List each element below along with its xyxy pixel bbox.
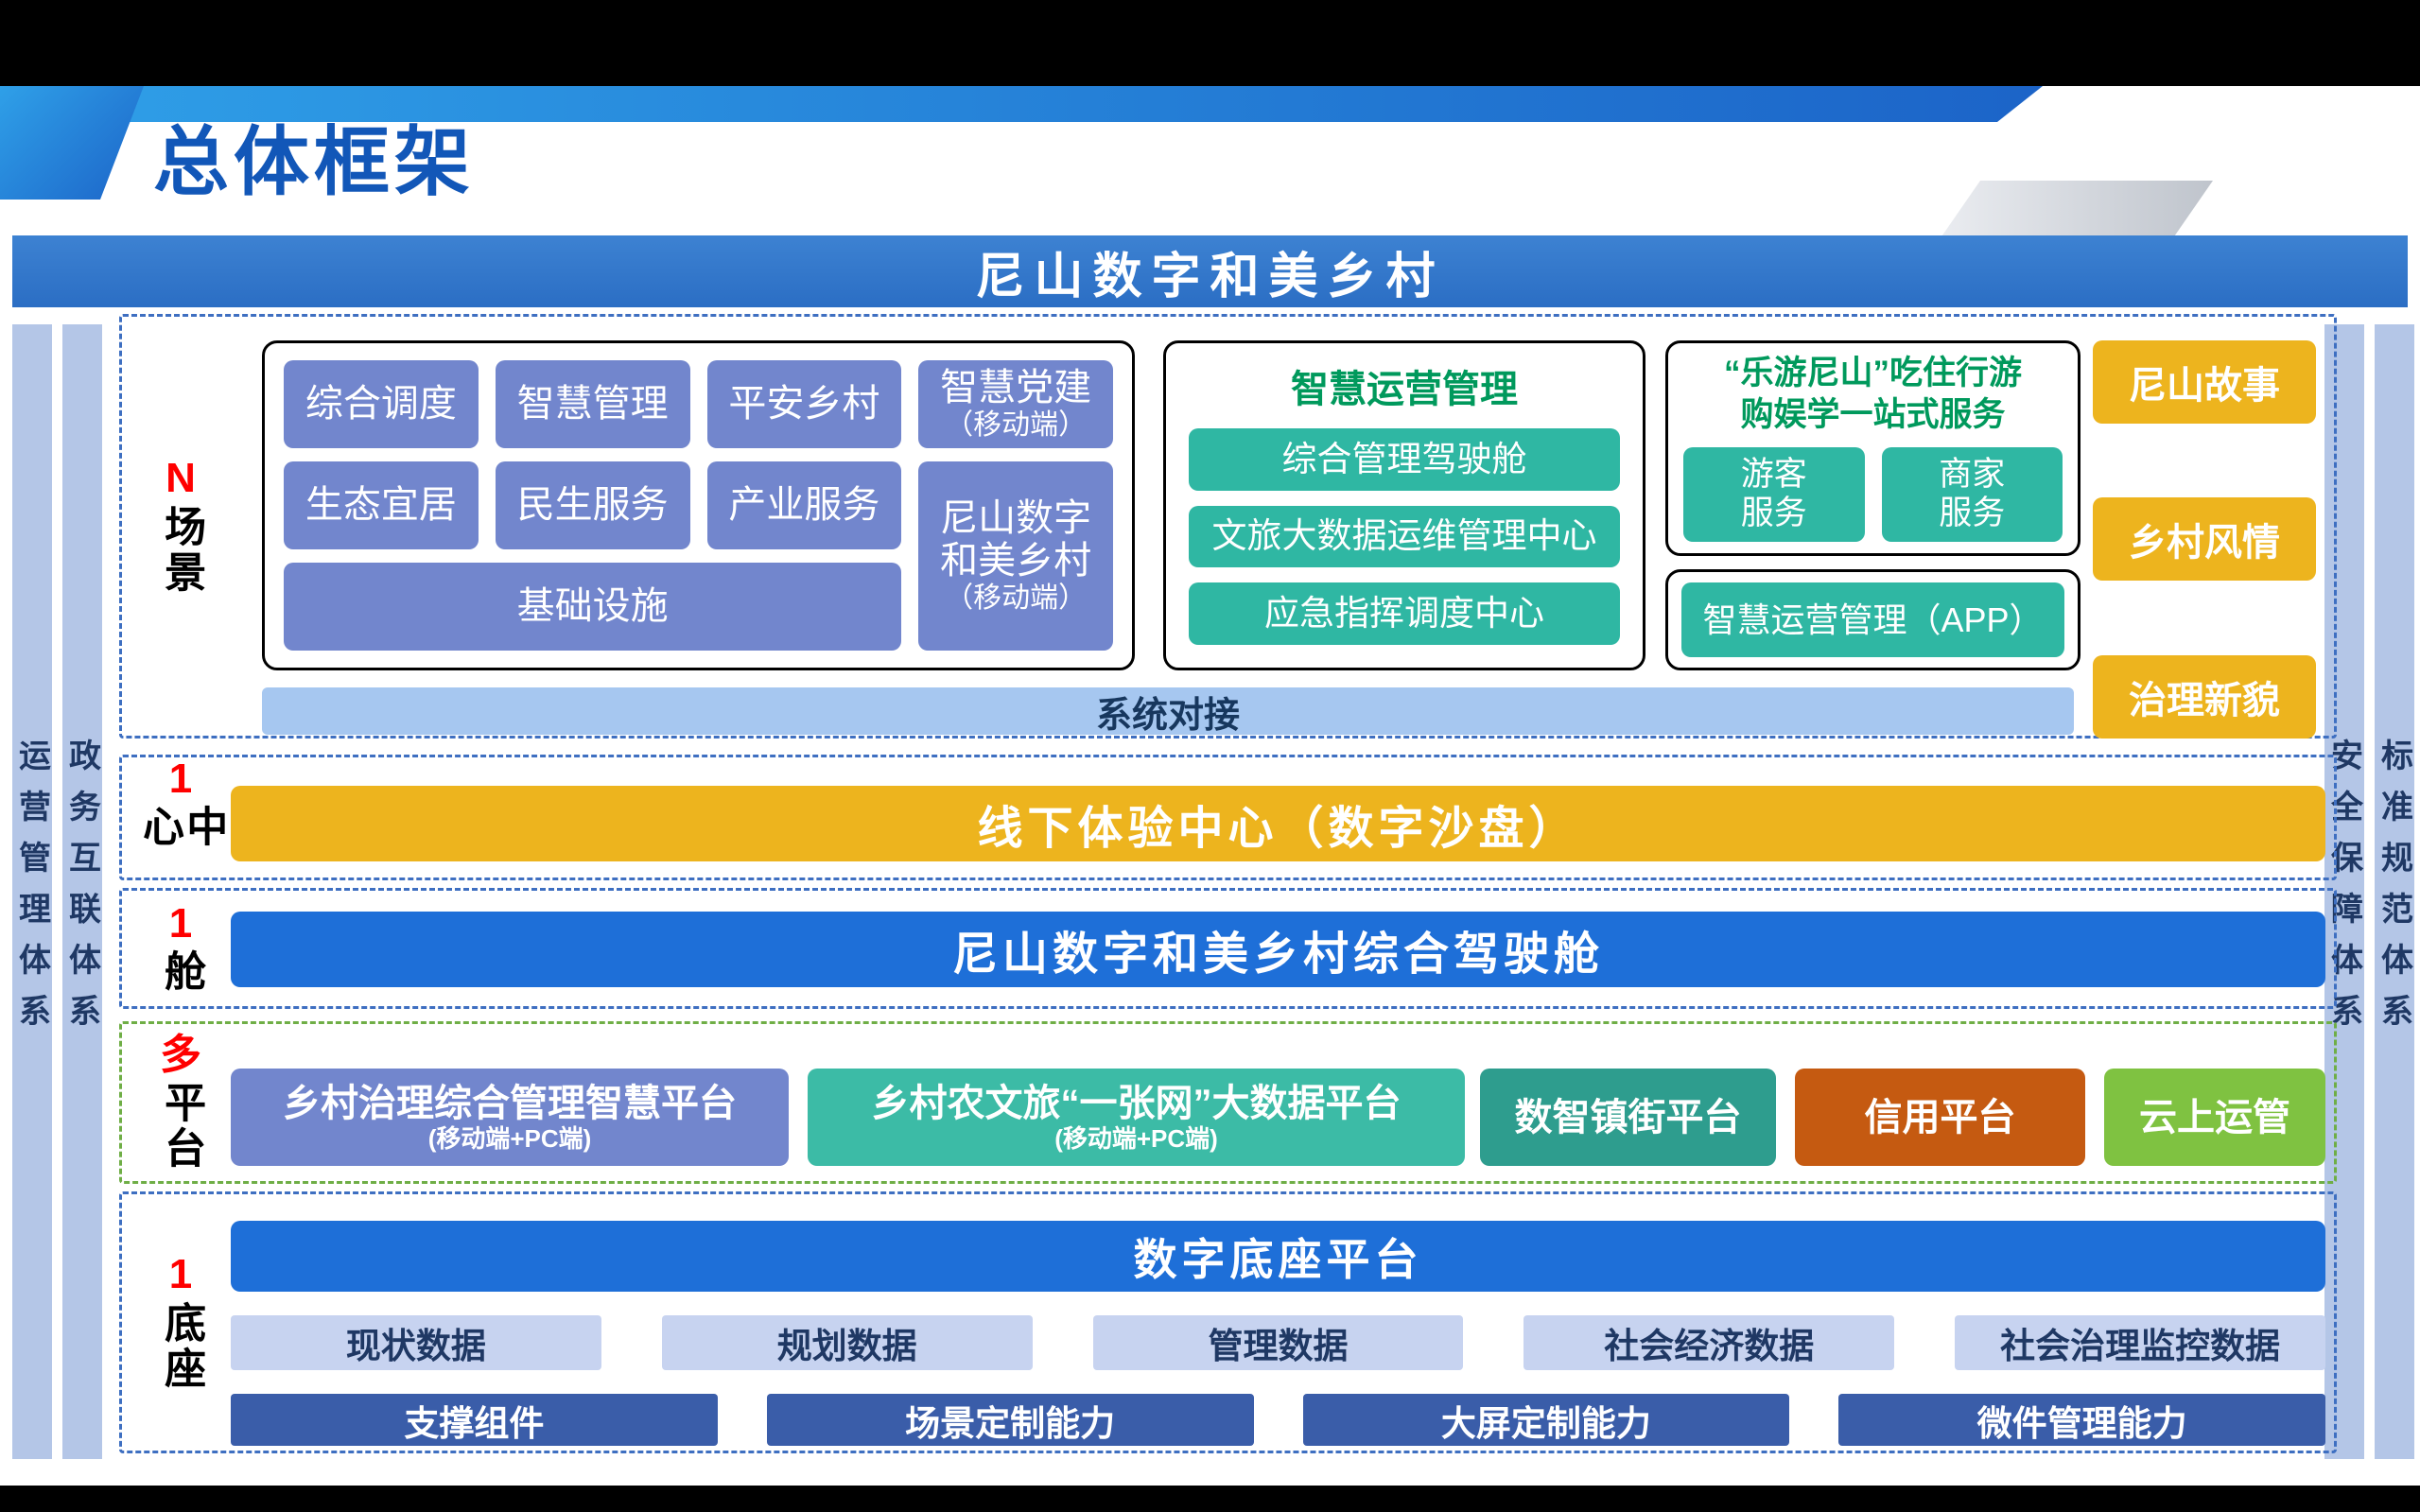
banner-block <box>0 86 144 200</box>
data-cell-current-status: 现状数据 <box>231 1315 601 1370</box>
platform-sub: (移动端+PC端) <box>427 1123 592 1153</box>
cap-cell-scene-customization: 场景定制能力 <box>766 1394 1254 1446</box>
system-integration-bar: 系统对接 <box>262 687 2074 736</box>
scene-button-nishan-mobile: 尼山数字 和美乡村 （移动端） <box>918 461 1113 651</box>
sidebar-label: 运营管理体系 <box>13 739 50 1045</box>
comprehensive-cockpit-bar: 尼山数字和美乡村综合驾驶舱 <box>231 912 2325 987</box>
data-cell-management: 管理数据 <box>1092 1315 1464 1370</box>
label-black-part: 中心 <box>136 805 227 851</box>
section-label-n-scenes: N 场景 <box>145 317 217 736</box>
label-red-part: N <box>165 455 196 502</box>
sidebar-label: 政务互联体系 <box>63 739 100 1045</box>
gold-button-nishan-story: 尼山故事 <box>2093 340 2316 424</box>
label-red-part: 1 <box>168 1251 193 1298</box>
label-black-part: 平台 <box>158 1081 205 1173</box>
label-red-part: 多 <box>160 1031 201 1078</box>
platform-main: 信用平台 <box>1864 1096 2016 1138</box>
base-data-row: 现状数据 规划数据 管理数据 社会经济数据 社会治理监控数据 <box>231 1315 2325 1370</box>
scene-button-sub: （移动端） <box>945 409 1088 442</box>
section-one-base: 1 底座 数字底座平台 现状数据 规划数据 管理数据 社会经济数据 社会治理监控… <box>119 1191 2337 1453</box>
scene-button-safe-village: 平安乡村 <box>706 360 902 448</box>
platform-digital-town: 数智镇街平台 <box>1480 1069 1776 1166</box>
section-n-scenes: N 场景 综合调度 智慧管理 平安乡村 智慧党建 （移动端） 生态宜居 民生服务… <box>119 314 2337 739</box>
scene-button-main: 智慧党建 <box>940 367 1092 409</box>
label-black-part: 舱 <box>158 949 205 996</box>
scene-button-industry: 产业服务 <box>706 461 902 549</box>
merchant-line1: 商家 <box>1939 456 2006 494</box>
platform-village-governance: 乡村治理综合管理智慧平台 (移动端+PC端) <box>231 1069 789 1166</box>
section-label-one-center: 1 中心 <box>136 756 226 878</box>
sidebar-operation-management-system: 运营管理体系 <box>12 324 52 1459</box>
label-red-part: 1 <box>168 756 193 802</box>
service-title: “乐游尼山”吃住行游 购娱学一站式服务 <box>1683 353 2063 436</box>
scene-button-party-building: 智慧党建 （移动端） <box>918 360 1113 448</box>
one-stop-service-box: “乐游尼山”吃住行游 购娱学一站式服务 游客 服务 商家 服务 <box>1665 340 2081 556</box>
platform-main: 乡村治理综合管理智慧平台 <box>283 1082 737 1124</box>
scene-button-livelihood: 民生服务 <box>495 461 690 549</box>
scene-button-line2: 和美乡村 <box>940 540 1092 582</box>
data-cell-socioeconomic: 社会经济数据 <box>1523 1315 1895 1370</box>
sidebar-standards-system: 标准规范体系 <box>2375 324 2414 1459</box>
section-label-multi-platform: 多 平台 <box>145 1024 217 1181</box>
data-cell-planning: 规划数据 <box>661 1315 1033 1370</box>
section-multi-platform: 多 平台 乡村治理综合管理智慧平台 (移动端+PC端) 乡村农文旅“一张网”大数… <box>119 1021 2337 1184</box>
digital-base-platform-bar: 数字底座平台 <box>231 1221 2325 1292</box>
label-black-part: 底座 <box>158 1300 205 1392</box>
scene-button-infrastructure: 基础设施 <box>284 563 902 651</box>
base-capability-row: 支撑组件 场景定制能力 大屏定制能力 微件管理能力 <box>231 1394 2325 1446</box>
scene-button-ecology: 生态宜居 <box>284 461 479 549</box>
platform-credit: 信用平台 <box>1795 1069 2085 1166</box>
page-title: 总体框架 <box>153 120 475 204</box>
service-buttons: 游客 服务 商家 服务 <box>1683 446 2063 542</box>
visitor-line1: 游客 <box>1740 456 1807 494</box>
platform-sub: (移动端+PC端) <box>1054 1123 1218 1153</box>
smart-operation-box: 智慧运营管理 综合管理驾驶舱 文旅大数据运维管理中心 应急指挥调度中心 <box>1163 340 1645 670</box>
service-title-line1: “乐游尼山”吃住行游 <box>1723 355 2022 391</box>
sidebar-security-assurance-system: 安全保障体系 <box>2324 324 2364 1459</box>
gold-button-village-charm: 乡村风情 <box>2093 497 2316 581</box>
visitor-line2: 服务 <box>1740 494 1807 531</box>
ops-item-bigdata-center: 文旅大数据运维管理中心 <box>1189 505 1620 568</box>
platform-main: 云上运管 <box>2139 1096 2290 1138</box>
platform-main: 乡村农文旅“一张网”大数据平台 <box>871 1082 1402 1124</box>
sidebar-label: 标准规范体系 <box>2376 739 2412 1045</box>
data-cell-governance-monitoring: 社会治理监控数据 <box>1955 1315 2325 1370</box>
sidebar-label: 安全保障体系 <box>2325 739 2362 1045</box>
cap-cell-widget-management: 微件管理能力 <box>1838 1394 2325 1446</box>
merchant-line2: 服务 <box>1939 494 2006 531</box>
section-one-cockpit: 1 舱 尼山数字和美乡村综合驾驶舱 <box>119 888 2337 1009</box>
section-label-one-base: 1 底座 <box>145 1194 217 1451</box>
gold-button-governance-look: 治理新貌 <box>2093 655 2316 739</box>
smart-operation-title: 智慧运营管理 <box>1291 369 1518 410</box>
ops-item-emergency-center: 应急指挥调度中心 <box>1189 582 1620 646</box>
platform-cloud-ops: 云上运管 <box>2104 1069 2325 1166</box>
banner-stripe <box>0 86 2043 122</box>
service-title-line2: 购娱学一站式服务 <box>1740 395 2006 433</box>
ops-item-cockpit: 综合管理驾驶舱 <box>1189 428 1620 491</box>
cap-cell-bigscreen-customization: 大屏定制能力 <box>1302 1394 1790 1446</box>
label-red-part: 1 <box>168 899 193 947</box>
main-header-bar: 尼山数字和美乡村 <box>12 235 2408 307</box>
smart-operation-app-box: 智慧运营管理（APP） <box>1665 569 2081 670</box>
offline-experience-center-bar: 线下体验中心（数字沙盘） <box>231 786 2325 861</box>
scene-button-line1: 尼山数字 <box>940 497 1092 540</box>
scene-button-sub: （移动端） <box>945 582 1088 614</box>
smart-operation-app-button: 智慧运营管理（APP） <box>1681 582 2064 657</box>
platform-agri-culture-tourism: 乡村农文旅“一张网”大数据平台 (移动端+PC端) <box>808 1069 1465 1166</box>
platform-main: 数智镇街平台 <box>1514 1096 1742 1138</box>
section-label-one-cockpit: 1 舱 <box>145 891 217 1006</box>
scene-modules-box: 综合调度 智慧管理 平安乡村 智慧党建 （移动端） 生态宜居 民生服务 产业服务… <box>262 340 1135 670</box>
merchant-service-button: 商家 服务 <box>1881 446 2063 542</box>
visitor-service-button: 游客 服务 <box>1683 446 1865 542</box>
sidebar-gov-interconnection-system: 政务互联体系 <box>62 324 102 1459</box>
label-black-part: 场景 <box>158 504 205 596</box>
slide: 总体框架 尼山数字和美乡村 运营管理体系 政务互联体系 安全保障体系 标准规范体… <box>0 86 2420 1486</box>
scene-button-dispatch: 综合调度 <box>284 360 479 448</box>
scene-button-smart-management: 智慧管理 <box>495 360 690 448</box>
cap-cell-support-components: 支撑组件 <box>231 1394 718 1446</box>
section-one-center: 1 中心 线下体验中心（数字沙盘） <box>119 755 2337 880</box>
